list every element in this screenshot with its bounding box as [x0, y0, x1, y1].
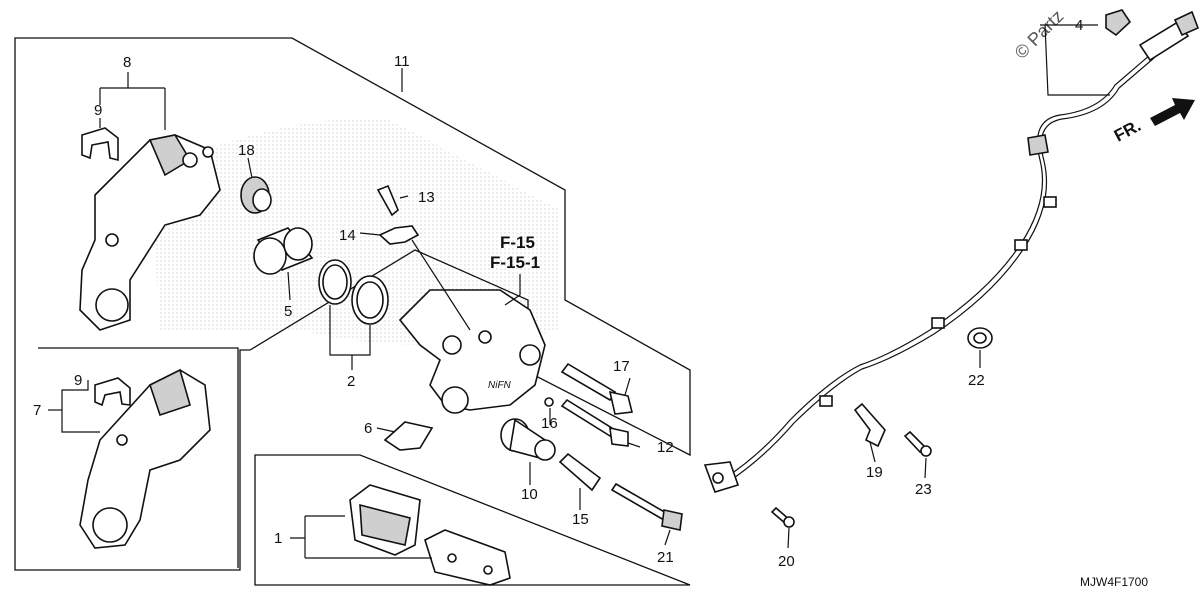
callout-6: 6 — [364, 420, 372, 437]
pad-spring-plate — [383, 421, 434, 451]
sensor-bolt — [770, 506, 795, 528]
callout-2: 2 — [347, 373, 355, 390]
ref-f15: F-15 — [500, 233, 535, 252]
cable-clamp-c — [1014, 239, 1028, 251]
callout-18: 18 — [238, 142, 255, 159]
callout-21: 21 — [657, 549, 674, 566]
callout-13: 13 — [418, 189, 435, 206]
caliper-bracket-upper — [79, 134, 221, 331]
piston-seal-inner — [322, 264, 348, 300]
callout-4: 4 — [1075, 17, 1083, 34]
sensor-connector — [1138, 10, 1200, 62]
watermark: © Partz — [1011, 6, 1068, 63]
caliper-bracket-lower — [79, 368, 211, 549]
stay-bolt — [903, 430, 932, 457]
bleeder-cap-clip — [378, 225, 420, 245]
pad-spring-clip-lower — [94, 377, 131, 407]
callout-9-upper: 9 — [94, 102, 102, 119]
connector-clip — [1105, 9, 1132, 37]
brake-pad-box — [254, 454, 691, 586]
cable-grommet — [1027, 134, 1049, 156]
ref-f15-1: F-15-1 — [490, 253, 540, 272]
callout-9-lower: 9 — [74, 372, 82, 389]
wheel-speed-sensor — [703, 461, 740, 493]
callout-22: 22 — [968, 372, 985, 389]
callout-12: 12 — [657, 439, 674, 456]
svg-text:NiFN: NiFN — [488, 380, 512, 391]
callout-10: 10 — [521, 486, 538, 503]
callout-20: 20 — [778, 553, 795, 570]
diagram-code: MJW4F1700 — [1080, 575, 1148, 589]
callout-8: 8 — [123, 54, 131, 71]
shading-area — [150, 118, 560, 345]
bracket-box — [38, 347, 239, 568]
wheel-speed-sensor-cable — [724, 54, 1151, 479]
pin-boot — [240, 176, 272, 214]
front-direction-label: FR. — [1111, 116, 1144, 146]
sensor-cable-stay — [853, 402, 886, 448]
brake-pads — [349, 484, 511, 586]
cable-clamp-b — [931, 317, 945, 329]
cable-holder — [967, 327, 993, 349]
front-direction-arrow: FR. — [1111, 98, 1195, 146]
small-clip — [544, 397, 554, 407]
caliper-piston — [253, 227, 314, 275]
callout-11: 11 — [394, 53, 410, 70]
callout-23: 23 — [915, 481, 932, 498]
callout-15: 15 — [572, 511, 589, 528]
callout-14: 14 — [339, 227, 356, 244]
cable-clamp-d — [1043, 196, 1057, 208]
callout-1: 1 — [274, 530, 282, 547]
slide-pin — [560, 398, 629, 447]
caliper-body: NiFN — [398, 289, 546, 414]
callout-16: 16 — [541, 415, 558, 432]
callout-5: 5 — [284, 303, 292, 320]
pad-spring-clip-upper — [81, 127, 119, 162]
callout-19: 19 — [866, 464, 883, 481]
cable-clamp-a — [819, 395, 833, 407]
dust-seal-inner — [356, 281, 384, 319]
callout-17: 17 — [613, 358, 630, 375]
caliper-pin-bolt — [560, 362, 633, 415]
mounting-bolt — [610, 482, 683, 531]
bleeder-screw — [376, 184, 399, 217]
pin-sleeve — [558, 452, 602, 492]
callout-7: 7 — [33, 402, 41, 419]
slide-pin-boot — [500, 418, 556, 461]
